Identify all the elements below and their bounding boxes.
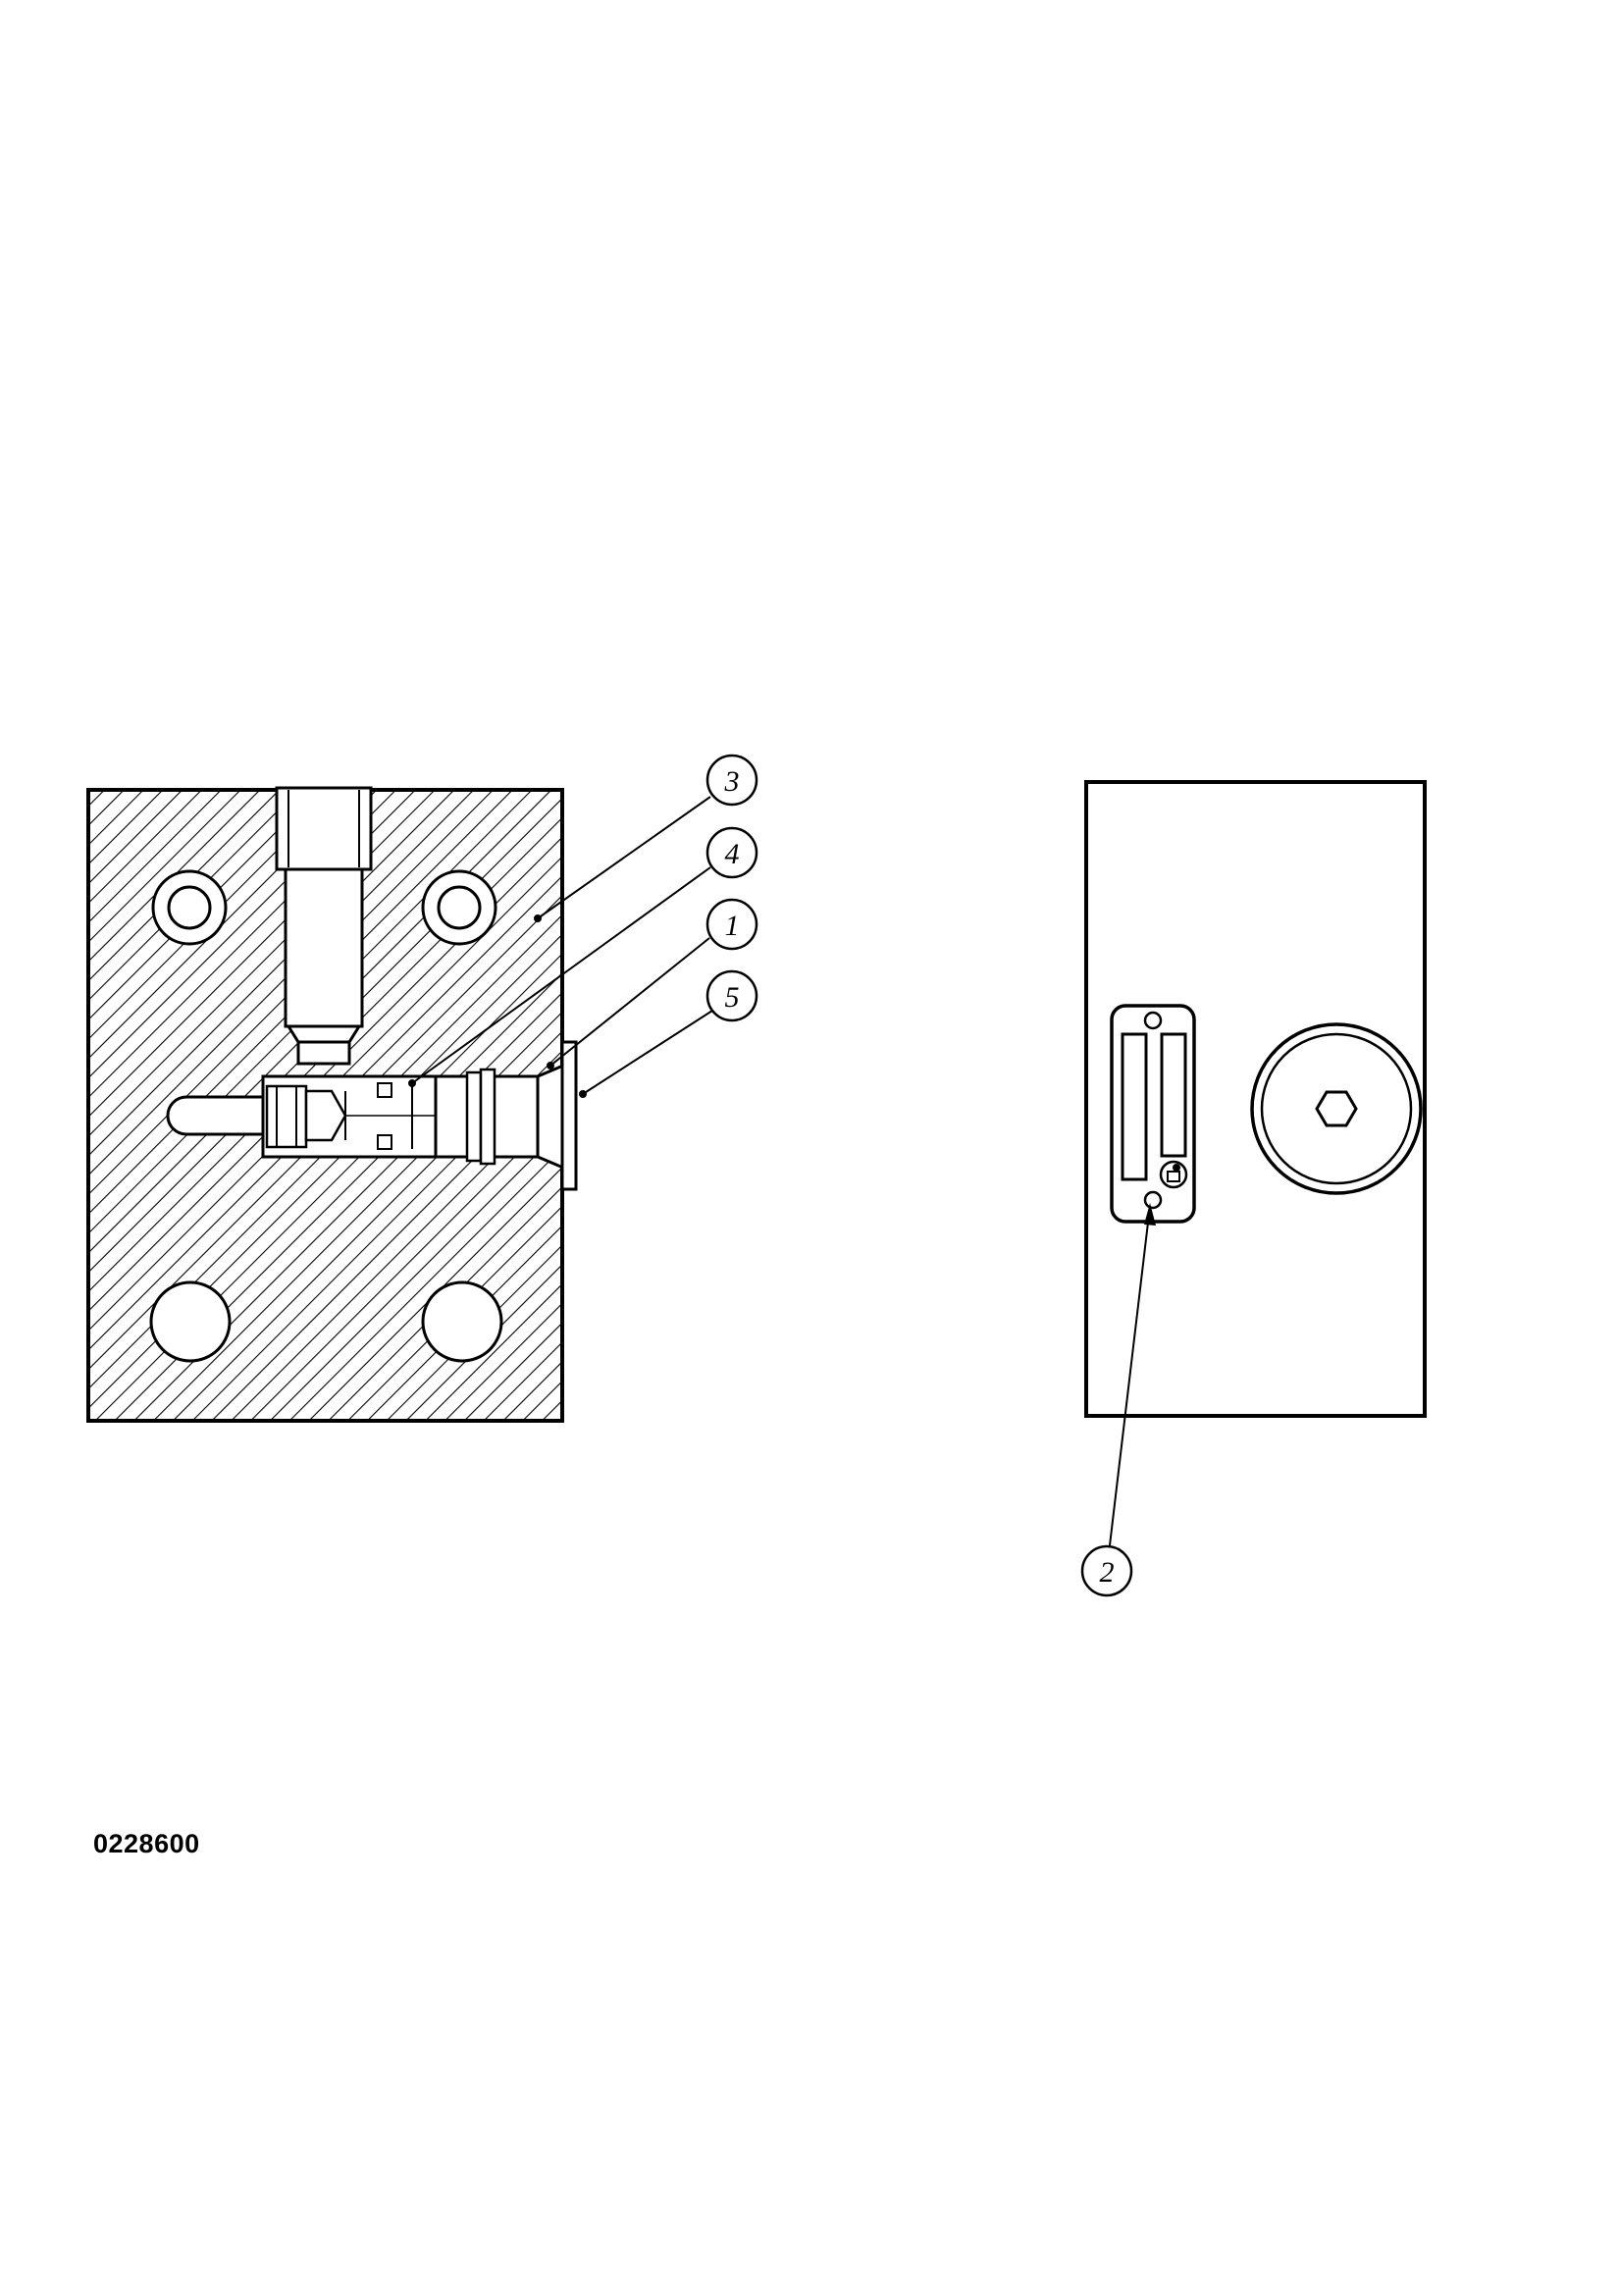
- callout-4-label: 4: [725, 838, 740, 870]
- section-view: [86, 786, 578, 1423]
- callout-1-label: 1: [725, 910, 740, 942]
- callout-4: 4: [705, 826, 758, 879]
- top-bolt-hole-left: [151, 869, 228, 946]
- top-bolt-hole-right: [421, 869, 497, 946]
- callout-1: 1: [705, 898, 758, 951]
- bottom-bolt-hole-left: [149, 1280, 232, 1363]
- leader-lines: [408, 796, 1156, 1546]
- callout-2: 2: [1080, 1544, 1133, 1597]
- drawing-number: 0228600: [93, 1829, 200, 1858]
- nameplate: [1110, 1004, 1196, 1224]
- bottom-bolt-hole-right: [421, 1280, 503, 1363]
- callout-3: 3: [705, 754, 758, 807]
- horizontal-channel: [166, 1095, 269, 1136]
- side-view: [1084, 780, 1427, 1418]
- callout-5: 5: [705, 969, 758, 1022]
- vertical-port-bore: [275, 786, 373, 1066]
- callout-5-label: 5: [725, 981, 740, 1014]
- hex-socket-icon: [1315, 1090, 1358, 1127]
- callout-2-label: 2: [1100, 1556, 1115, 1589]
- callout-3-label: 3: [724, 765, 740, 798]
- hex-socket-plug: [1250, 1022, 1423, 1195]
- plug-assembly: [434, 1040, 578, 1191]
- cartridge-insert: [261, 1074, 438, 1159]
